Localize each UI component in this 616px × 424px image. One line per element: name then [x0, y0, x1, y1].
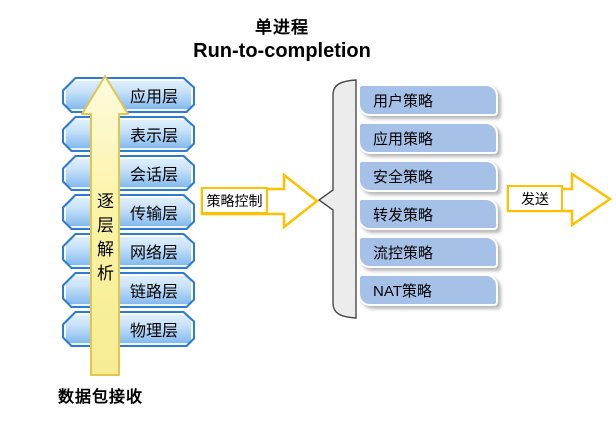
policy-box-forwarding: 转发策略	[358, 198, 498, 230]
control-arrow-label: 策略控制	[201, 187, 268, 214]
policy-label: 应用策略	[373, 130, 434, 148]
layer-label: 表示层	[129, 128, 178, 145]
up-arrow-label: 逐层解析	[97, 192, 114, 283]
policy-box-flow-control: 流控策略	[358, 236, 498, 268]
layer-box-physical: 物理层	[62, 311, 195, 347]
title-line-2: Run-to-completion	[193, 40, 371, 62]
layer-label: 会话层	[129, 167, 178, 184]
packet-receive-label: 数据包接收	[58, 389, 144, 406]
layer-box-network: 网络层	[62, 233, 195, 269]
policy-label: 转发策略	[373, 206, 434, 224]
layer-label: 链路层	[129, 284, 178, 301]
layer-label: 应用层	[129, 89, 178, 106]
policy-label: 用户策略	[373, 92, 434, 110]
layer-box-link: 链路层	[62, 272, 195, 308]
layer-box-application: 应用层	[62, 77, 195, 113]
diagram-title: 单进程 Run-to-completion	[120, 16, 444, 62]
layer-box-transport: 传输层	[62, 194, 195, 230]
policy-label: 流控策略	[373, 244, 434, 262]
layer-label: 物理层	[129, 323, 178, 340]
send-arrow-label: 发送	[507, 185, 563, 212]
policy-box-user: 用户策略	[358, 84, 498, 116]
brace-icon	[317, 79, 357, 319]
policy-label: 安全策略	[373, 168, 434, 186]
policy-box-application: 应用策略	[358, 122, 498, 154]
title-line-1: 单进程	[255, 18, 309, 37]
policy-box-nat: NAT策略	[358, 274, 498, 306]
layer-box-presentation: 表示层	[62, 116, 195, 152]
layer-label: 传输层	[129, 206, 178, 223]
layer-box-session: 会话层	[62, 155, 195, 191]
policy-label: NAT策略	[373, 282, 432, 300]
policy-box-security: 安全策略	[358, 160, 498, 192]
layer-label: 网络层	[129, 245, 178, 262]
